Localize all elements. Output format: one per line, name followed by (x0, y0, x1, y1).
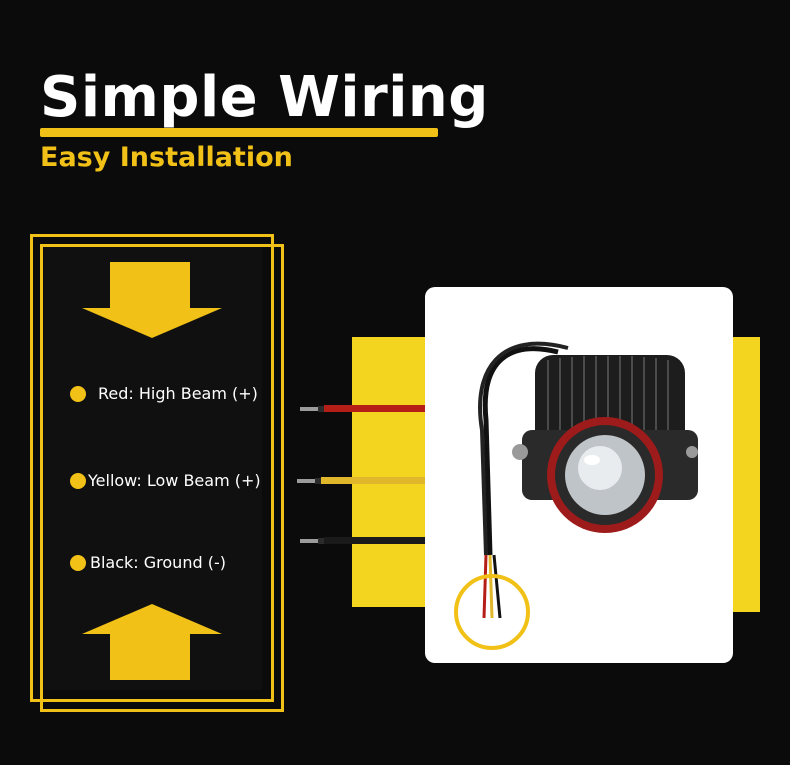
legend-label-red: Red: High Beam (+) (98, 384, 258, 403)
wire-red (324, 405, 430, 412)
wire-terminal-black (300, 539, 320, 543)
wire-connector-highlight-icon (454, 574, 530, 650)
wire-sleeve-black (318, 538, 326, 544)
bullet-dot-icon (70, 554, 86, 571)
wire-sleeve-red (318, 406, 326, 412)
legend-label-black: Black: Ground (-) (90, 553, 226, 572)
legend-label-yellow: Yellow: Low Beam (+) (88, 471, 261, 490)
legend-item-red: Red: High Beam (+) (70, 384, 258, 403)
bullet-dot-icon (70, 472, 86, 489)
legend-frame-outer (30, 234, 274, 702)
wire-sleeve-yellow (315, 478, 323, 484)
legend-item-yellow: Yellow: Low Beam (+) (70, 471, 261, 490)
page-subtitle: Easy Installation (40, 142, 293, 173)
legend-item-black: Black: Ground (-) (70, 553, 226, 572)
wire-yellow (321, 477, 430, 484)
wire-terminal-yellow (297, 479, 317, 483)
wire-black (324, 537, 430, 544)
legend-frame-offset (40, 244, 284, 712)
title-underline (40, 128, 438, 137)
bullet-dot-icon (70, 385, 86, 402)
page-title: Simple Wiring (40, 65, 489, 130)
arrow-up-icon (82, 604, 222, 680)
arrow-down-icon (82, 262, 222, 338)
wire-terminal-red (300, 407, 320, 411)
led-projector-lamp-icon (454, 341, 698, 650)
